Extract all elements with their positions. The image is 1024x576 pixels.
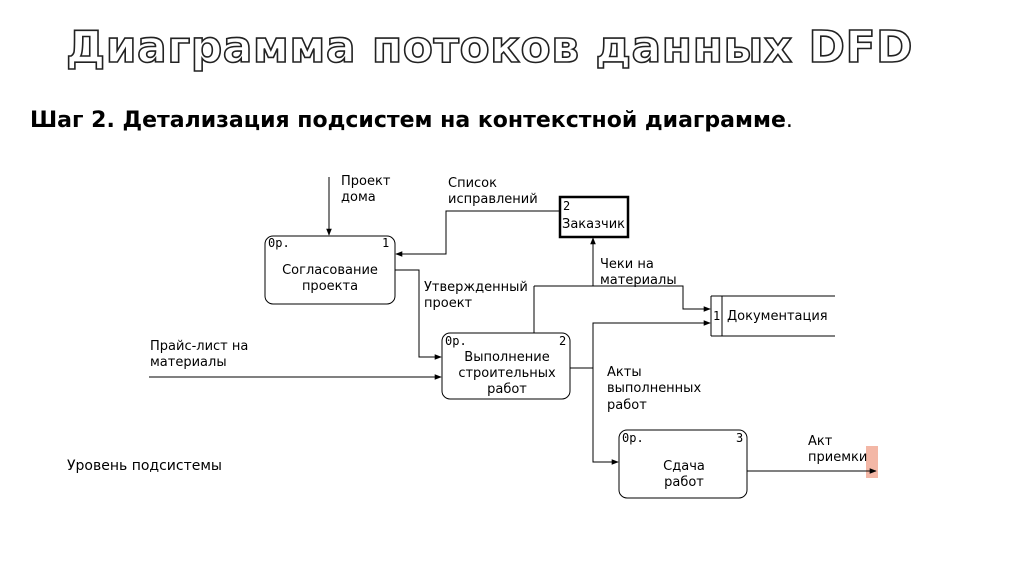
flow-receipts-line-1: Чеки на <box>600 257 654 272</box>
data-store-name: Документация <box>727 309 828 324</box>
flow-acceptance: Акт приемки <box>747 434 877 474</box>
flow-approved-line-1: Утвержденный <box>424 280 528 295</box>
process-3-name-line-1: Сдача <box>663 459 705 474</box>
subtitle-text: Шаг 2. Детализация подсистем на контекст… <box>30 108 786 133</box>
flow-approved: Утвержденный проект <box>395 269 528 360</box>
process-2-number: 2 <box>559 334 566 348</box>
flow-approved-line-2: проект <box>424 296 473 311</box>
process-1: 0р. 1 Согласование проекта <box>264 235 396 305</box>
flow-receipts: Чеки на материалы <box>533 237 711 333</box>
flow-corrections: Список исправлений <box>395 176 559 257</box>
flow-project: Проект дома <box>326 174 391 236</box>
process-1-number: 1 <box>382 236 389 250</box>
external-entity-number: 2 <box>563 199 570 213</box>
process-2-name-line-2: строительных <box>458 366 556 381</box>
process-1-code: 0р. <box>268 236 290 250</box>
flow-acts-line-2: выполненных <box>607 381 701 396</box>
process-1-name-line-2: проекта <box>302 279 358 294</box>
flow-project-line-1: Проект <box>341 174 391 189</box>
process-3-name-line-2: работ <box>664 475 704 490</box>
page-title: Диаграмма потоков данных DFD <box>65 21 914 74</box>
flow-project-line-2: дома <box>341 190 376 205</box>
process-1-name-line-1: Согласование <box>282 263 378 278</box>
level-label: Уровень подсистемы <box>67 458 222 474</box>
flow-pricelist-line-1: Прайс-лист на <box>150 339 248 354</box>
external-entity-customer: 2 Заказчик <box>558 195 630 239</box>
process-2-name-line-1: Выполнение <box>464 350 549 365</box>
external-entity-name: Заказчик <box>562 217 625 232</box>
process-3: 0р. 3 Сдача работ <box>618 429 748 499</box>
flow-corrections-line-1: Список <box>448 176 497 191</box>
data-store-number: 1 <box>713 309 720 323</box>
subtitle-period: . <box>785 108 793 133</box>
flow-pricelist-line-2: материалы <box>150 355 227 370</box>
slide-subtitle: Шаг 2. Детализация подсистем на контекст… <box>30 108 793 133</box>
process-2-code: 0р. <box>445 334 467 348</box>
process-2: 0р. 2 Выполнение строительных работ <box>441 332 571 400</box>
process-2-name-line-3: работ <box>487 382 527 397</box>
flow-receipts-line-2: материалы <box>600 273 677 288</box>
process-3-number: 3 <box>736 431 743 445</box>
flow-acceptance-line-1: Акт <box>808 434 833 449</box>
data-store-documentation: 1 Документация <box>710 295 835 337</box>
flow-acts-line-3: работ <box>607 398 647 413</box>
highlight-mark <box>866 446 878 478</box>
flow-pricelist: Прайс-лист на материалы <box>149 339 442 380</box>
flow-acts: Акты выполненных работ <box>570 320 711 465</box>
flow-corrections-line-2: исправлений <box>448 192 538 207</box>
process-3-code: 0р. <box>622 431 644 445</box>
flow-acceptance-line-2: приемки <box>808 450 867 465</box>
flow-acts-line-1: Акты <box>607 365 642 380</box>
